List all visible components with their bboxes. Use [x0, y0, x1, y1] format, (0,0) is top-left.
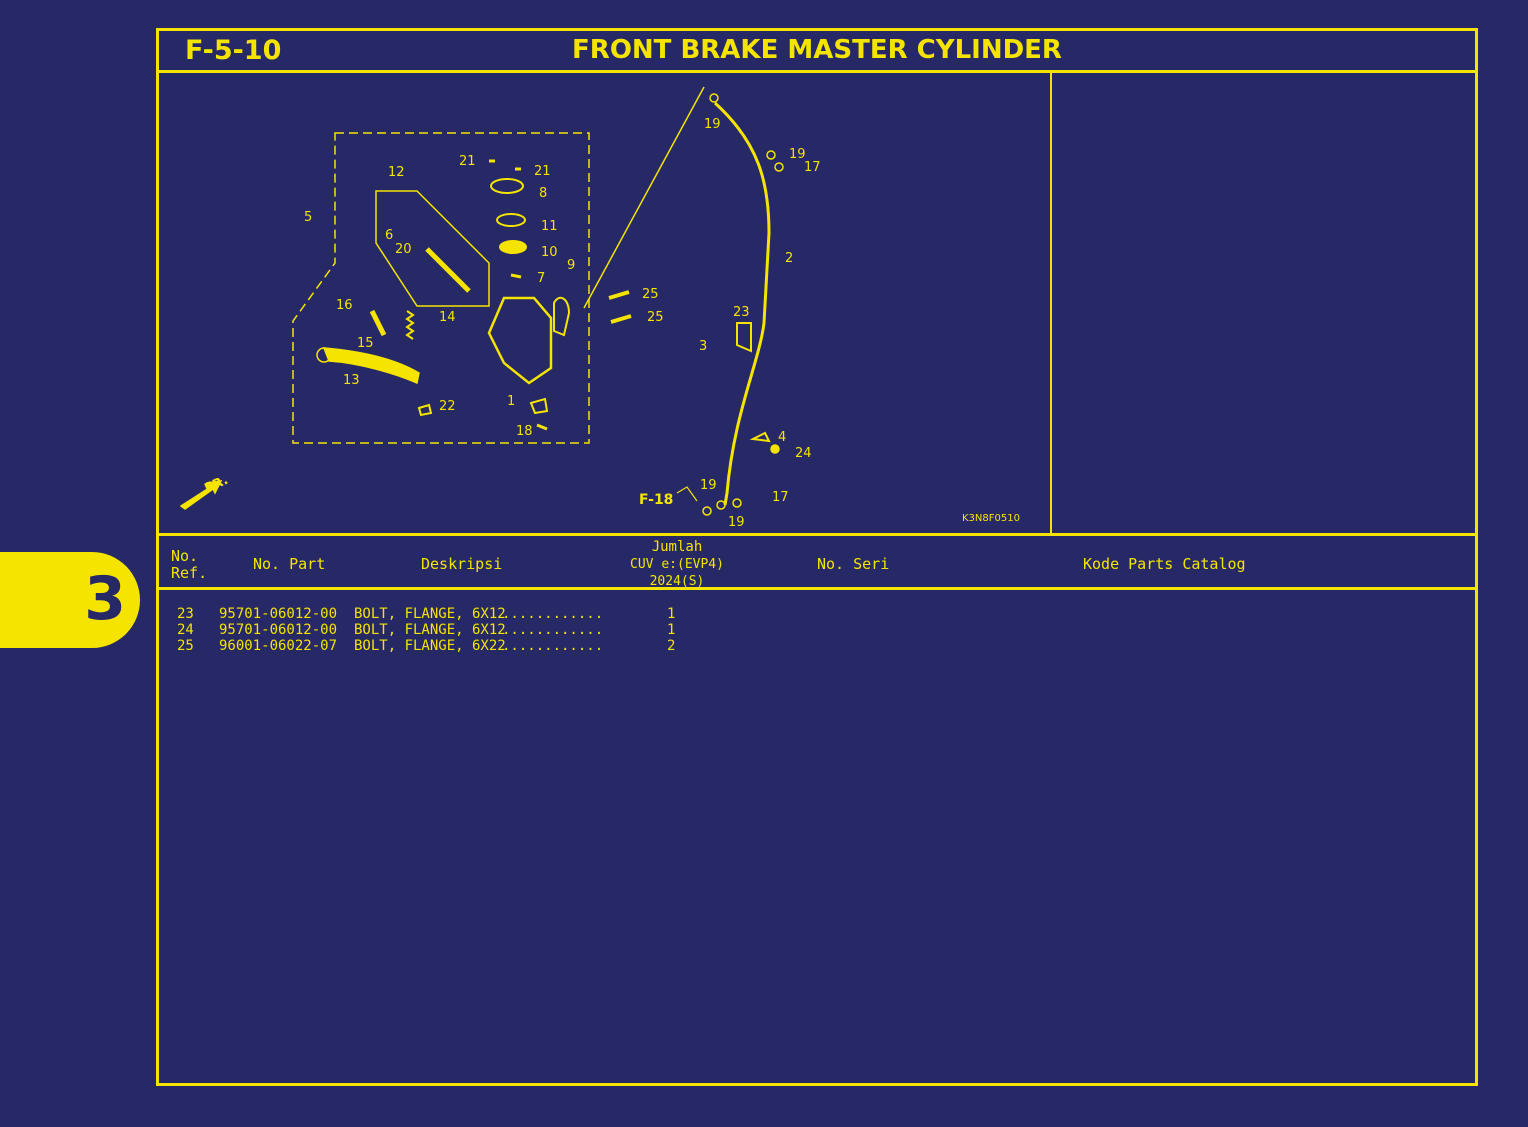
- figure-code-label: F-5-10: [185, 35, 282, 66]
- cell-leader-dots: ............: [502, 622, 604, 638]
- callout: 2: [785, 251, 793, 266]
- right-panel: [1052, 73, 1475, 533]
- header-bar: F-5-10 FRONT BRAKE MASTER CYLINDER: [159, 31, 1475, 73]
- callout: 24: [795, 446, 812, 461]
- exploded-diagram: 19 19 17 21 21 8 12 11 10 7 9 5 6 20 2 2…: [159, 73, 1052, 533]
- master-cylinder-body: [487, 296, 553, 385]
- brake-hose: [713, 101, 771, 506]
- callout: 13: [343, 373, 360, 388]
- cell-quantity: 1: [667, 606, 676, 622]
- cell-description: BOLT, FLANGE, 6X12: [354, 606, 506, 622]
- cell-ref: 25: [177, 638, 194, 654]
- col-description: Deskripsi: [421, 555, 503, 573]
- callout: 12: [388, 165, 405, 180]
- page-title-text: FRONT BRAKE MASTER CYLINDER: [572, 35, 1062, 65]
- callout: 5: [304, 210, 312, 225]
- col-ref-no: No. Ref.: [171, 548, 207, 582]
- col-ref-no-line1: No.: [171, 547, 199, 565]
- front-indicator-label: FR.: [202, 473, 230, 497]
- callout: 4: [778, 430, 786, 445]
- brake-lever: [322, 347, 420, 385]
- cell-ref: 24: [177, 622, 194, 638]
- page-title: FRONT BRAKE MASTER CYLINDER: [159, 35, 1475, 65]
- catalog-page-frame: F-5-10 FRONT BRAKE MASTER CYLINDER: [156, 28, 1478, 1086]
- cell-part-no: 95701-06012-00: [219, 622, 338, 638]
- col-serial-no: No. Seri: [817, 555, 890, 573]
- assembly-boundary: [292, 132, 590, 444]
- callout: 19: [700, 478, 717, 493]
- section-number: 3: [84, 564, 126, 634]
- callout: 8: [539, 186, 547, 201]
- callout: 11: [541, 219, 558, 234]
- callout: 1: [507, 394, 515, 409]
- cell-leader-dots: ............: [502, 606, 604, 622]
- callout: 3: [699, 339, 707, 354]
- callout: 15: [357, 336, 374, 351]
- diagram-ref-label: F-18: [639, 492, 673, 508]
- callout: 6: [385, 228, 393, 243]
- callout: 25: [647, 310, 664, 325]
- cell-part-no: 95701-06012-00: [219, 606, 338, 622]
- col-ref-no-line2: Ref.: [171, 564, 208, 582]
- col-quantity: Jumlah CUV e:(EVP4) 2024(S): [617, 539, 737, 590]
- diagram-svg: 19 19 17 21 21 8 12 11 10 7 9 5 6 20 2 2…: [179, 86, 1020, 530]
- callout: 20: [395, 242, 412, 257]
- callout: 7: [537, 271, 545, 286]
- section-tab[interactable]: 3: [0, 552, 140, 648]
- cell-ref: 23: [177, 606, 194, 622]
- callout: 18: [516, 424, 533, 439]
- cell-leader-dots: ............: [502, 638, 604, 654]
- callout: 23: [733, 305, 750, 320]
- callout: 21: [459, 154, 476, 169]
- callout: 19: [704, 117, 721, 132]
- callout: 21: [534, 164, 551, 179]
- callout: 9: [567, 258, 575, 273]
- callout: 17: [804, 160, 821, 175]
- callout: 16: [336, 298, 353, 313]
- front-arrow: [179, 480, 223, 510]
- col-catalog-code: Kode Parts Catalog: [1083, 555, 1246, 573]
- cell-description: BOLT, FLANGE, 6X12: [354, 622, 506, 638]
- callout: 17: [772, 490, 789, 505]
- callout: 19: [728, 515, 745, 530]
- parts-table-header: No. Ref. No. Part Deskripsi Jumlah CUV e…: [159, 533, 1475, 590]
- callout: 19: [789, 147, 806, 162]
- cell-description: BOLT, FLANGE, 6X22: [354, 638, 506, 654]
- col-quantity-line1: Jumlah: [651, 539, 703, 555]
- callout: 14: [439, 310, 456, 325]
- cell-quantity: 1: [667, 622, 676, 638]
- col-quantity-line3: 2024(S): [649, 574, 705, 589]
- figure-code: K3N8F0510: [962, 513, 1020, 524]
- col-quantity-line2: CUV e:(EVP4): [630, 557, 724, 572]
- cell-part-no: 96001-06022-07: [219, 638, 338, 654]
- col-part-no: No. Part: [253, 555, 326, 573]
- cell-quantity: 2: [667, 638, 676, 654]
- callout: 10: [541, 245, 558, 260]
- callout: 25: [642, 287, 659, 302]
- piston-subassembly-box: [375, 190, 490, 307]
- callout: 22: [439, 399, 456, 414]
